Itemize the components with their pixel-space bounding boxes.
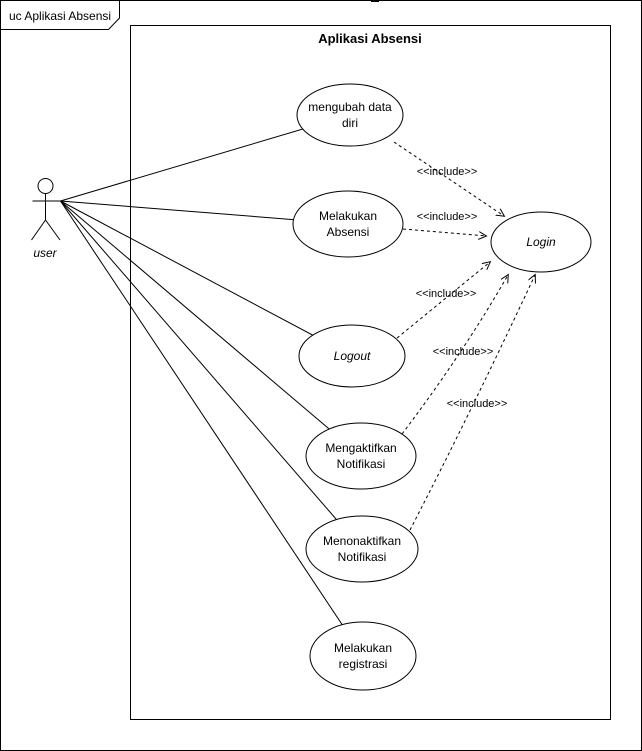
usecase-mengaktifkan-notifikasi	[305, 422, 417, 490]
include-arrow-nonaktif-notifikasi-login	[409, 275, 535, 531]
usecase-logout-label: Logout	[334, 349, 371, 363]
usecase-login-label: Login	[526, 235, 556, 249]
top-border-tick	[371, 0, 379, 2]
include-label-absensi: <<include>>	[417, 211, 478, 223]
include-label-nonaktif-notifikasi: <<include>>	[447, 398, 508, 410]
usecase-melakukan-registrasi-label-line1: Melakukan	[334, 641, 392, 655]
association-user-ubah-data	[60, 114, 351, 202]
usecase-nodes: mengubah data diri Melakukan Absensi Log…	[292, 83, 592, 691]
association-user-aktif-notifikasi	[60, 200, 362, 457]
usecase-menonaktifkan-notifikasi-label-line2: Notifikasi	[338, 550, 387, 564]
actor-label: user	[33, 246, 57, 260]
include-label-logout: <<include>>	[416, 288, 477, 300]
include-arrow-logout-login	[396, 262, 490, 339]
include-arrow-ubah-data-login	[393, 141, 504, 216]
include-label-aktif-notifikasi: <<include>>	[433, 346, 494, 358]
include-arrow-absensi-login	[402, 228, 486, 236]
usecase-melakukan-registrasi	[309, 621, 417, 691]
usecase-mengaktifkan-notifikasi-label-line2: Notifikasi	[337, 457, 386, 471]
association-user-nonaktif-notifikasi	[60, 200, 363, 550]
include-arrows	[393, 141, 535, 531]
actor-head	[37, 178, 54, 194]
usecase-menonaktifkan-notifikasi-label-line1: Menonaktifkan	[323, 534, 401, 548]
include-label-ubah-data: <<include>>	[417, 166, 478, 178]
usecase-melakukan-registrasi-label-line2: registrasi	[339, 657, 388, 671]
include-arrow-aktif-notifikasi-login	[401, 275, 508, 435]
usecase-login	[490, 211, 592, 273]
usecase-menonaktifkan-notifikasi	[305, 515, 419, 583]
usecase-melakukan-absensi-label-line1: Melakukan	[319, 209, 377, 223]
association-user-registrasi	[60, 200, 364, 657]
usecase-mengubah-data-diri-label-line1: mengubah data	[308, 100, 392, 114]
usecase-mengubah-data-diri-label-line2: diri	[342, 116, 358, 130]
frame-tab-label: uc Aplikasi Absensi	[9, 9, 111, 23]
frame-tab	[0, 0, 120, 30]
usecase-melakukan-absensi	[292, 190, 404, 258]
association-user-logout	[60, 200, 353, 357]
usecase-logout	[298, 324, 406, 388]
actor-leg-left	[31, 219, 46, 241]
actor-user-icon	[31, 178, 61, 241]
system-boundary-title: Aplikasi Absensi	[318, 31, 422, 46]
usecase-mengaktifkan-notifikasi-label-line1: Mengaktifkan	[325, 441, 396, 455]
usecase-mengubah-data-diri	[296, 83, 404, 147]
usecase-melakukan-absensi-label-line2: Absensi	[327, 225, 370, 239]
actor-leg-right	[45, 219, 61, 241]
include-labels: <<include>> <<include>> <<include>> <<in…	[416, 166, 508, 410]
